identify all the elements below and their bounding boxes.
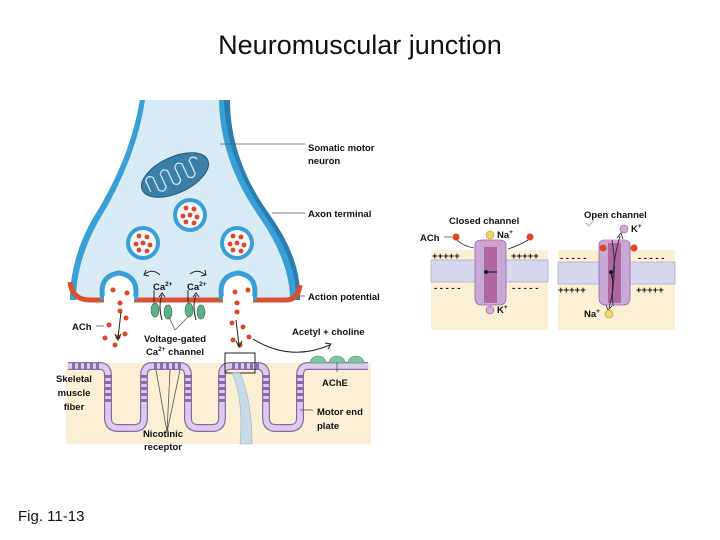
label-nicotinic: Nicotinic [143,429,183,440]
open-charge-top-right: - - - - - [638,253,664,264]
closed-channel-k: K+ [497,304,508,316]
mitochondrion [140,152,210,198]
motor-end-plate [68,362,368,432]
label-somatic-motor-neuron-2: neuron [308,156,340,167]
label-ache: AChE [322,378,348,389]
voltage-gated-ca-channels [150,302,206,320]
figure-reference: Fig. 11-13 [18,508,85,525]
ach-molecules [102,287,252,348]
label-ca-channel: Ca2+ channel [146,346,204,358]
slide-title: Neuromuscular junction [218,30,502,60]
open-charge-bottom-left: +++++ [558,285,586,296]
closed-charge-bottom-right: - - - - - [512,283,538,294]
label-muscle: muscle [58,388,91,399]
label-skeletal: Skeletal [56,374,92,385]
label-acetyl-choline: Acetyl + choline [292,327,365,338]
closed-charge-top-left: +++++ [432,251,460,262]
closed-channel-na: Na+ [497,229,513,241]
open-charge-bottom-right: +++++ [636,285,664,296]
open-channel-title: Open channel [584,210,647,221]
closed-charge-bottom-left: - - - - - [434,283,460,294]
ach-diffusion-arrows [114,311,332,353]
label-fiber: fiber [64,402,85,413]
label-axon-terminal: Axon terminal [308,209,371,220]
label-somatic-motor-neuron: Somatic motor [308,143,375,154]
closed-channel-title: Closed channel [449,216,519,227]
label-ca-right: Ca2+ [187,281,207,293]
leader-lines [96,143,338,433]
label-ca-left: Ca2+ [153,281,173,293]
nicotinic-receptors [72,362,304,402]
closed-channel-panel [430,230,549,330]
label-receptor: receptor [144,442,182,453]
ca-influx-arrows [143,269,207,321]
open-channel-k: K+ [631,223,642,235]
label-ach: ACh [72,322,92,333]
closed-channel-ach: ACh [420,233,440,244]
label-voltage-gated: Voltage-gated [144,334,206,345]
label-motor-end: Motor end [317,407,363,418]
closed-charge-top-right: +++++ [511,251,539,262]
label-action-potential: Action potential [308,292,380,303]
label-plate: plate [317,421,339,432]
ache-enzymes [309,355,365,364]
open-channel-na: Na+ [584,308,600,320]
open-channel-panel [557,219,676,330]
open-charge-top-left: - - - - - [560,253,586,264]
synaptic-vesicles [126,198,254,260]
zoom-connector [231,372,253,445]
